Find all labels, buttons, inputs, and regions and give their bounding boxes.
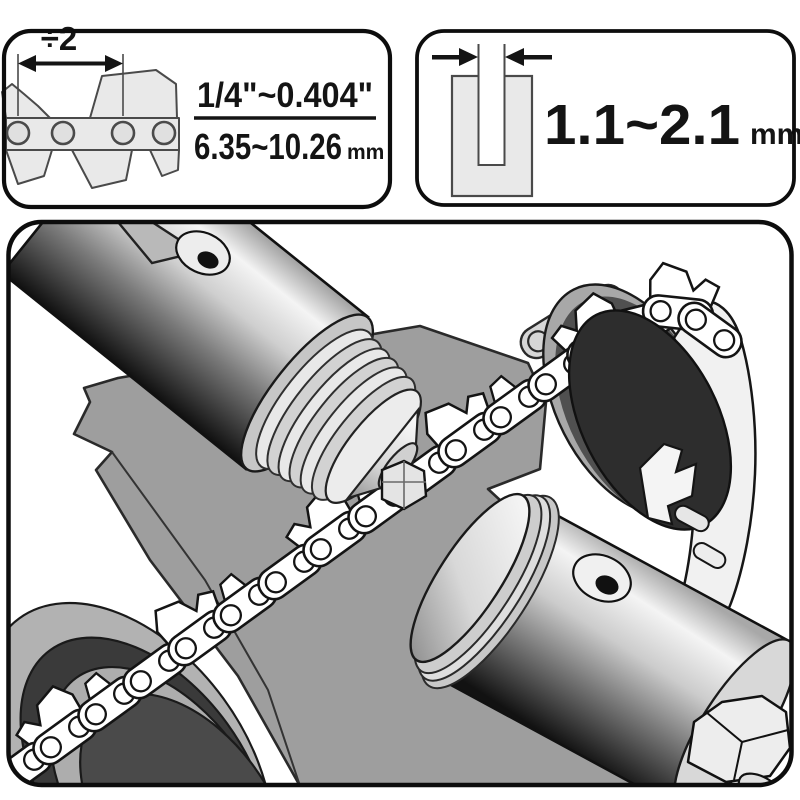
rivet-hole	[5, 120, 31, 146]
chain-pitch-diagram	[1, 54, 180, 189]
gauge-arrows-icon	[432, 48, 552, 66]
pressed-rivet	[380, 459, 428, 511]
groove-slot	[477, 44, 506, 166]
oil-hole	[175, 230, 231, 276]
plate-bevel-edge	[111, 451, 301, 783]
rivet-pin	[674, 504, 710, 533]
pitch-inch-range: 1/4"~0.404"	[197, 76, 373, 115]
cutter-tooth-on-disc	[638, 442, 698, 526]
gauge-panel-border	[415, 29, 796, 207]
rivet-peg	[692, 542, 727, 569]
groove-diagram	[450, 44, 534, 198]
oil-hole	[572, 553, 632, 603]
pitch-panel-border	[1, 28, 393, 210]
gauge-unit: mm	[750, 118, 800, 151]
gauge-spec-panel: 1.1~2.1 mm	[415, 29, 800, 207]
pitch-divide-label: ÷2	[41, 20, 77, 57]
pitch-mm-unit: mm	[347, 141, 384, 164]
main-illustration-panel	[6, 219, 794, 788]
gauge-value: 1.1~2.1	[544, 93, 740, 157]
pitch-arrow-icon	[18, 55, 123, 72]
pitch-spec-panel: ÷2 1/4"~0.404" 6.35~10.26 mm	[1, 20, 393, 210]
rivet-hole	[151, 120, 177, 146]
pitch-mm-range: 6.35~10.26	[194, 126, 342, 167]
right-spindle	[409, 492, 790, 783]
main-panel-border	[6, 219, 794, 788]
left-spindle	[10, 224, 423, 504]
rivet-hole	[50, 120, 76, 146]
right-spindle-face	[409, 492, 531, 664]
rivet-hole	[110, 120, 136, 146]
